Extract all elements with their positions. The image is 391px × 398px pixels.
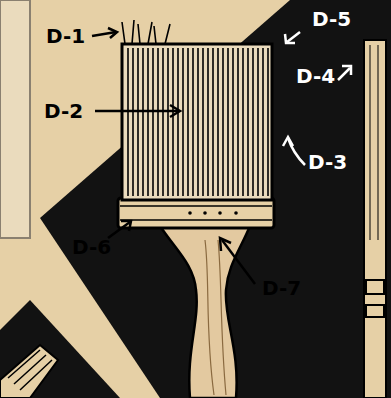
bristle-line	[212, 48, 214, 196]
brush-handle	[160, 226, 250, 398]
bristle-line	[257, 48, 259, 196]
bristle-line	[157, 48, 159, 196]
bristle-line	[172, 48, 174, 196]
bristle-line	[207, 48, 209, 196]
leader-arrows	[92, 28, 255, 284]
bristle-line	[227, 48, 229, 196]
callout-label: D-3	[308, 152, 347, 172]
callout-label: D-1	[46, 26, 85, 46]
bristle-line	[202, 48, 204, 196]
bristle-line	[147, 48, 149, 196]
bristle-line	[167, 48, 169, 196]
callout-label: D-6	[72, 237, 111, 257]
black-ground	[0, 300, 120, 398]
callout-label: D-7	[262, 278, 301, 298]
bristle-line	[237, 48, 239, 196]
small-brush	[0, 345, 58, 398]
bristle-line	[267, 48, 269, 196]
leader-arrows	[283, 32, 351, 165]
thin-brush	[364, 40, 386, 398]
callout-label: D-5	[312, 9, 351, 29]
bristle-line	[262, 48, 264, 196]
callout-label: D-2	[44, 101, 83, 121]
bristle-line	[222, 48, 224, 196]
bristle-line	[242, 48, 244, 196]
bristle-line	[197, 48, 199, 196]
bristle-line	[182, 48, 184, 196]
bristle-line	[132, 48, 134, 196]
bristle-line	[217, 48, 219, 196]
bristle-line	[152, 48, 154, 196]
bristle-line	[252, 48, 254, 196]
bristle-line	[187, 48, 189, 196]
bristle-line	[247, 48, 249, 196]
brush-ferrule	[118, 198, 274, 228]
bristle-line	[127, 48, 129, 196]
bristle-line	[192, 48, 194, 196]
bristle-line	[232, 48, 234, 196]
side-panel	[0, 0, 30, 238]
callout-label: D-4	[296, 66, 335, 86]
bristle-line	[162, 48, 164, 196]
bristle-line	[142, 48, 144, 196]
bristle-line	[177, 48, 179, 196]
black-ground	[40, 0, 391, 398]
bristle-line	[137, 48, 139, 196]
